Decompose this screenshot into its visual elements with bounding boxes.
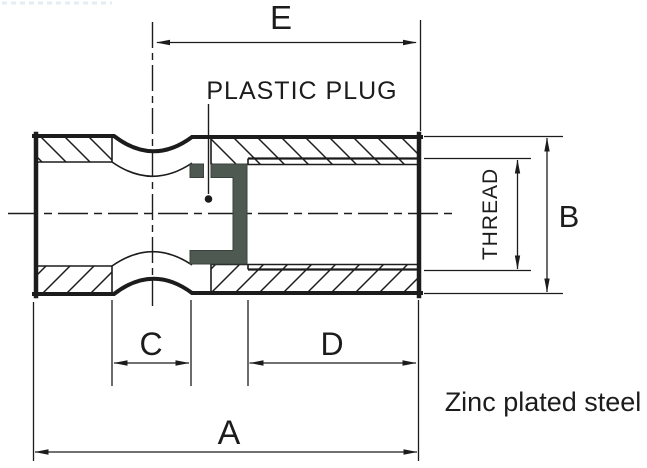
- dimension-d: D: [247, 300, 417, 386]
- dimension-a: A: [32, 300, 420, 461]
- waist-inner-bottom-curve: [111, 250, 193, 267]
- b-arrowhead-bottom: [544, 278, 550, 293]
- a-arrowhead-right: [403, 449, 418, 455]
- b-arrowhead-top: [544, 137, 550, 152]
- thread-label: THREAD: [479, 168, 502, 260]
- dimension-e: E: [156, 0, 422, 131]
- plug-callout: PLASTIC PLUG: [204, 77, 397, 203]
- a-label: A: [218, 414, 241, 452]
- plug-callout-label: PLASTIC PLUG: [206, 77, 397, 105]
- thread-lines: [247, 157, 417, 271]
- e-arrowhead-right: [403, 39, 417, 46]
- dimension-thread: THREAD: [424, 157, 531, 272]
- plug-body: [189, 163, 248, 265]
- bottom-outer-edge: [32, 276, 423, 296]
- d-arrowhead-left: [249, 360, 264, 366]
- dimension-b: B: [424, 135, 580, 295]
- c-arrowhead-left: [113, 360, 128, 366]
- thread-arrowhead-top: [514, 159, 521, 174]
- centerlines: [8, 22, 455, 308]
- e-label: E: [270, 0, 292, 36]
- plug-top-left-block: [189, 163, 204, 178]
- plastic-plug: [189, 163, 248, 265]
- hatch-left-top-band: [38, 138, 112, 162]
- e-arrowhead-left: [156, 39, 170, 46]
- c-label: C: [139, 326, 162, 362]
- waist-inner-top-curve: [111, 161, 193, 178]
- thread-arrowhead-bottom: [514, 255, 521, 270]
- b-label: B: [559, 199, 580, 234]
- dimension-c: C: [111, 300, 192, 386]
- material-note: Zinc plated steel: [445, 387, 642, 417]
- top-outer-edge: [32, 134, 423, 154]
- hatch-right-top-band: [211, 138, 417, 165]
- outer-profile: [32, 131, 423, 299]
- c-arrowhead-right: [175, 360, 190, 366]
- a-arrowhead-left: [34, 449, 49, 455]
- d-label: D: [320, 326, 343, 362]
- plug-leader-dot: [204, 195, 213, 203]
- hatch-left-bottom-band: [38, 266, 112, 292]
- d-arrowhead-right: [402, 360, 417, 366]
